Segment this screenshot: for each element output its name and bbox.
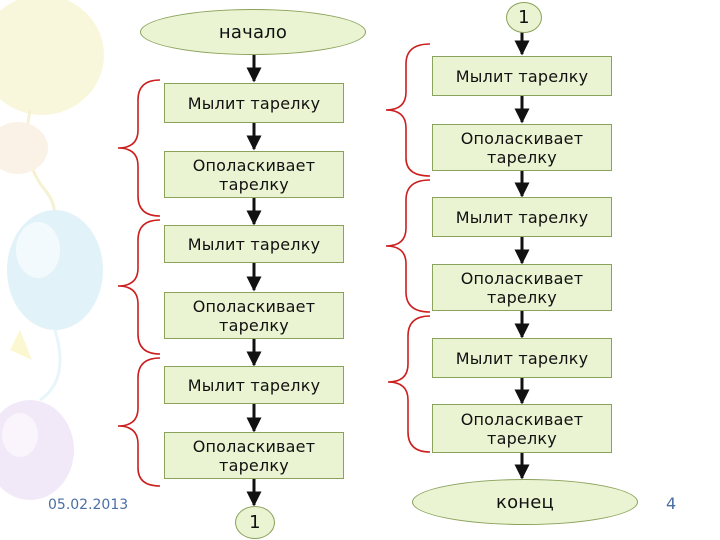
process-step-rinse-plate: Ополаскивает тарелку xyxy=(164,151,344,198)
balloon-decoration xyxy=(0,0,104,115)
process-step-lather-plate: Мылит тарелку xyxy=(164,83,344,123)
balloon-decoration xyxy=(16,222,60,278)
process-step-lather-plate: Мылит тарелку xyxy=(432,197,612,237)
balloon-decoration xyxy=(7,210,103,330)
loop-brace xyxy=(385,179,431,313)
page-connector-out: 1 xyxy=(235,506,275,539)
slide-date: 05.02.2013 xyxy=(48,497,129,513)
process-step-rinse-plate: Ополаскивает тарелку xyxy=(432,124,612,171)
balloon-string xyxy=(25,109,57,262)
start-terminal: начало xyxy=(140,9,366,55)
process-step-rinse-plate: Ополаскивает тарелку xyxy=(432,264,612,311)
loop-brace xyxy=(117,79,161,217)
loop-brace xyxy=(387,315,431,453)
balloon-string xyxy=(39,329,62,402)
balloon-decoration xyxy=(0,400,74,500)
loop-brace xyxy=(117,219,161,355)
process-step-rinse-plate: Ополаскивает тарелку xyxy=(164,432,344,479)
process-step-lather-plate: Мылит тарелку xyxy=(432,338,612,378)
process-step-lather-plate: Мылит тарелку xyxy=(432,56,612,96)
process-step-rinse-plate: Ополаскивает тарелку xyxy=(432,404,612,453)
balloon-decoration xyxy=(10,330,32,360)
loop-brace xyxy=(117,357,161,487)
loop-brace xyxy=(385,43,431,177)
process-step-lather-plate: Мылит тарелку xyxy=(164,225,344,263)
process-step-lather-plate: Мылит тарелку xyxy=(164,366,344,404)
page-connector-in: 1 xyxy=(506,2,542,33)
process-step-rinse-plate: Ополаскивает тарелку xyxy=(164,292,344,339)
slide-page-number: 4 xyxy=(666,494,677,513)
balloon-decoration xyxy=(0,122,48,174)
balloon-decoration xyxy=(2,413,38,457)
end-terminal: конец xyxy=(412,479,638,525)
